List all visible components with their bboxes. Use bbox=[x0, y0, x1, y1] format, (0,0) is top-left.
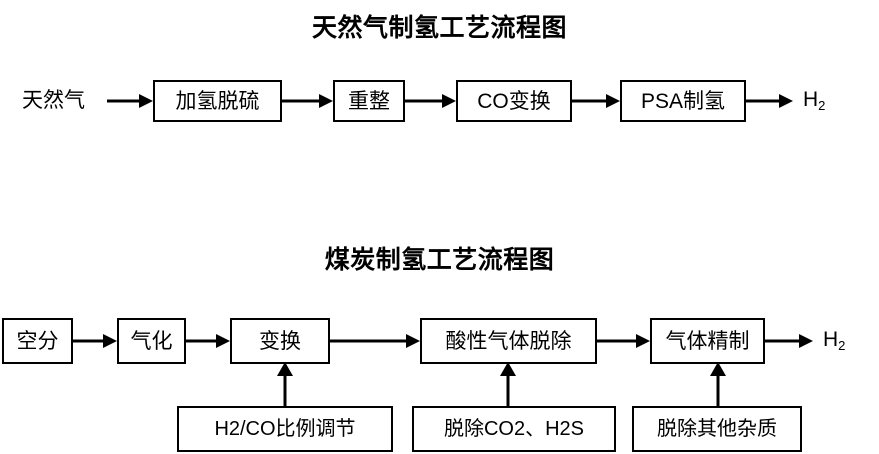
arrow-other-impurity-removal-to-gas-purification bbox=[710, 362, 726, 406]
output-label-hydrogen-natural-gas: H2 bbox=[803, 88, 826, 113]
output-hydrogen-symbol-coal: H bbox=[823, 328, 839, 351]
arrow-co-shift-to-psa bbox=[572, 94, 620, 108]
node-air-separation[interactable]: 空分 bbox=[2, 318, 73, 364]
arrow-hydrodesulfurization-to-reforming bbox=[282, 94, 333, 108]
arrow-input-to-hydrodesulfurization bbox=[107, 94, 153, 108]
output-hydrogen-symbol: H bbox=[803, 88, 819, 111]
diagram-title-natural-gas: 天然气制氢工艺流程图 bbox=[311, 14, 567, 42]
arrow-psa-to-output bbox=[746, 94, 793, 108]
arrow-co2-h2s-removal-to-acid-gas-removal bbox=[500, 362, 516, 406]
arrow-shift-to-acid-gas-removal bbox=[330, 334, 420, 348]
output-label-hydrogen-coal: H2 bbox=[823, 328, 846, 353]
node-acid-gas-removal[interactable]: 酸性气体脱除 bbox=[420, 318, 597, 364]
node-h2-co-ratio-adjustment[interactable]: H2/CO比例调节 bbox=[177, 406, 393, 452]
output-hydrogen-subscript-coal: 2 bbox=[838, 337, 846, 353]
node-psa-hydrogen[interactable]: PSA制氢 bbox=[620, 80, 746, 122]
node-gasification[interactable]: 气化 bbox=[117, 318, 186, 364]
arrow-acid-gas-removal-to-gas-purification bbox=[597, 334, 650, 348]
arrow-gas-purification-to-output bbox=[765, 334, 813, 348]
node-reforming[interactable]: 重整 bbox=[333, 80, 405, 122]
arrow-gasification-to-shift bbox=[186, 334, 230, 348]
node-gas-purification[interactable]: 气体精制 bbox=[650, 318, 765, 364]
arrow-asu-to-gasification bbox=[73, 334, 117, 348]
node-shift-conversion[interactable]: 变换 bbox=[230, 318, 330, 364]
node-co2-h2s-removal[interactable]: 脱除CO2、H2S bbox=[412, 406, 616, 452]
arrow-reforming-to-co-shift bbox=[405, 94, 456, 108]
node-other-impurity-removal[interactable]: 脱除其他杂质 bbox=[632, 406, 802, 452]
node-co-shift[interactable]: CO变换 bbox=[456, 80, 572, 122]
output-hydrogen-subscript: 2 bbox=[818, 97, 826, 113]
arrow-h2co-ratio-to-shift bbox=[277, 362, 293, 406]
node-hydrodesulfurization[interactable]: 加氢脱硫 bbox=[153, 80, 282, 122]
diagram-title-coal: 煤炭制氢工艺流程图 bbox=[324, 246, 555, 274]
input-label-natural-gas: 天然气 bbox=[22, 89, 85, 112]
